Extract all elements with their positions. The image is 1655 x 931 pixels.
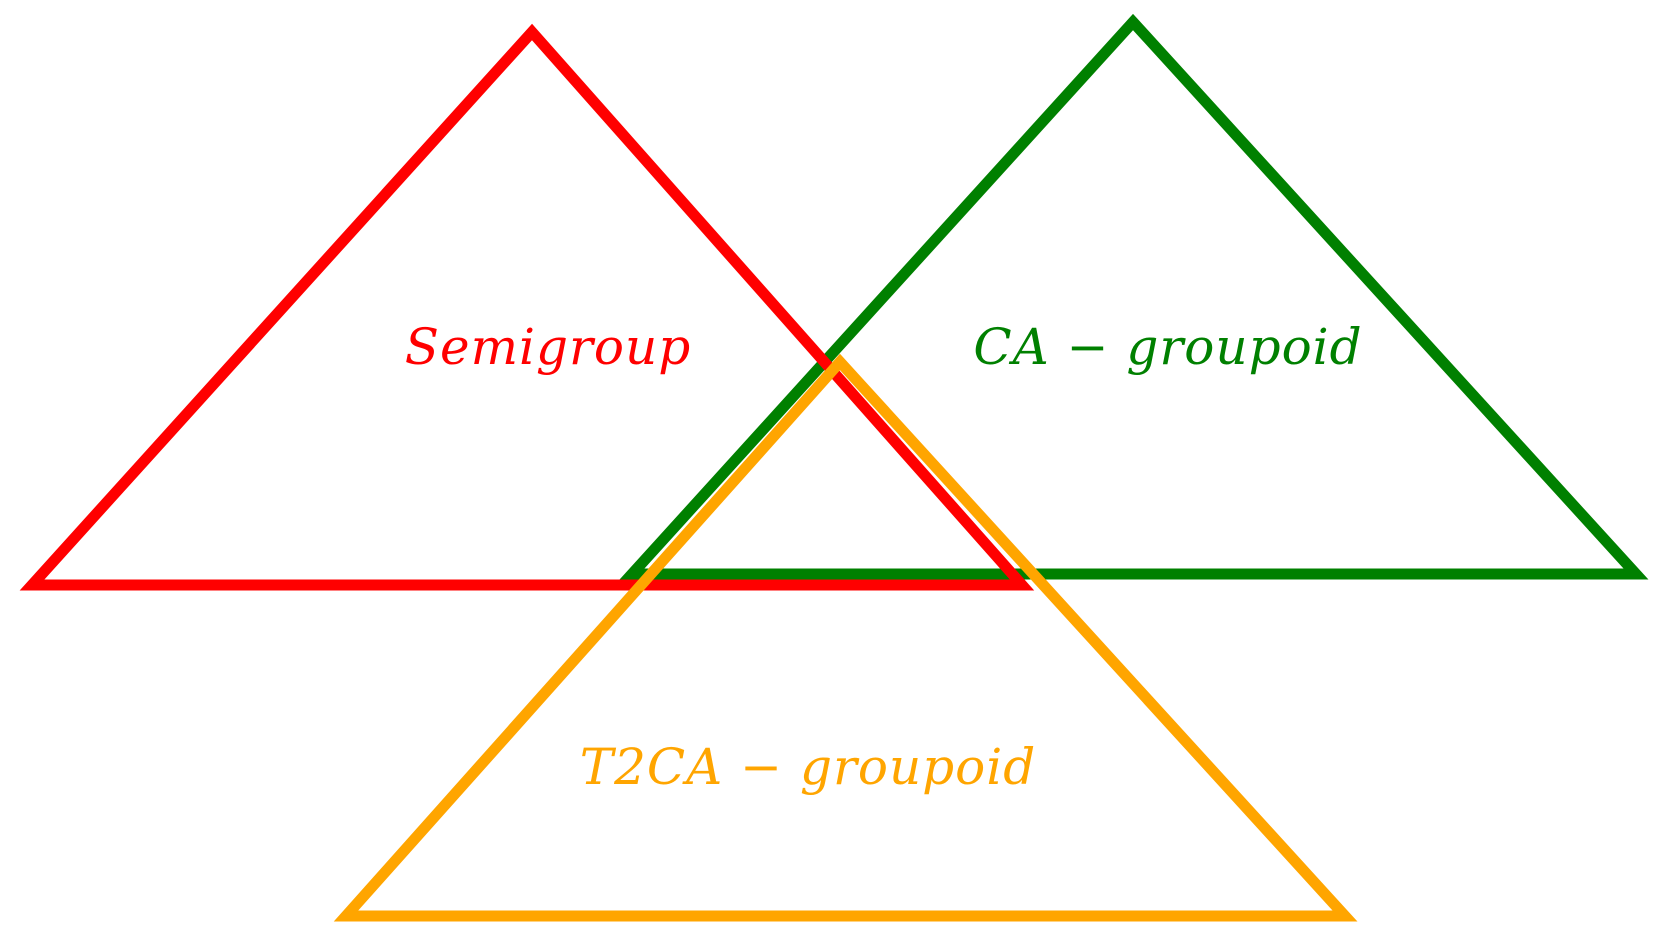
t2ca-groupoid-triangle (333, 353, 1358, 922)
semigroup-label: Semigroup (405, 318, 691, 376)
ca-groupoid-label: CA − groupoid (973, 318, 1362, 376)
ca-groupoid-triangle (619, 13, 1649, 580)
t2ca-groupoid-label: T2CA − groupoid (580, 738, 1037, 796)
semigroup-triangle (19, 23, 1035, 591)
